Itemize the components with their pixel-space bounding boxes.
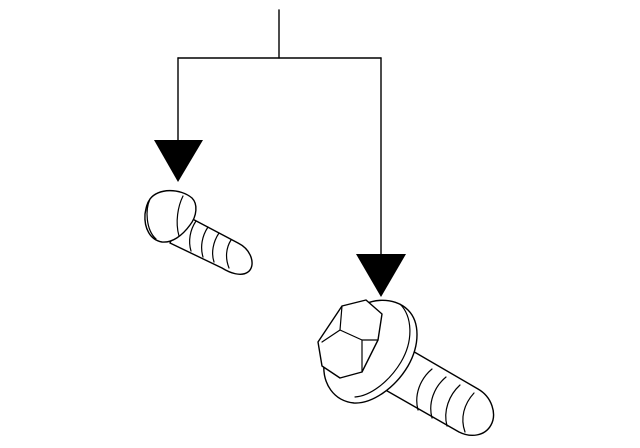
screw-shank <box>169 213 253 275</box>
screw-head-rim <box>176 195 184 237</box>
screw-thread-3 <box>212 232 220 263</box>
bolt-thread-1 <box>416 368 433 411</box>
small-screw-icon <box>144 189 253 275</box>
screw-head-face <box>146 198 157 240</box>
screw-thread-1 <box>189 220 197 252</box>
screw-head <box>144 189 197 243</box>
leader-lines <box>177 9 382 257</box>
bolt-flange-edge <box>354 303 411 398</box>
arrowhead-bolt <box>356 254 406 297</box>
bolt-thread-3 <box>445 384 461 427</box>
screw-thread-2 <box>201 226 209 258</box>
arrowhead-screw <box>154 140 203 182</box>
bolt-tip-line <box>462 392 475 433</box>
bolt-thread-2 <box>430 376 447 419</box>
screw-tip-line <box>225 239 232 269</box>
flange-bolt-icon <box>317 299 495 437</box>
